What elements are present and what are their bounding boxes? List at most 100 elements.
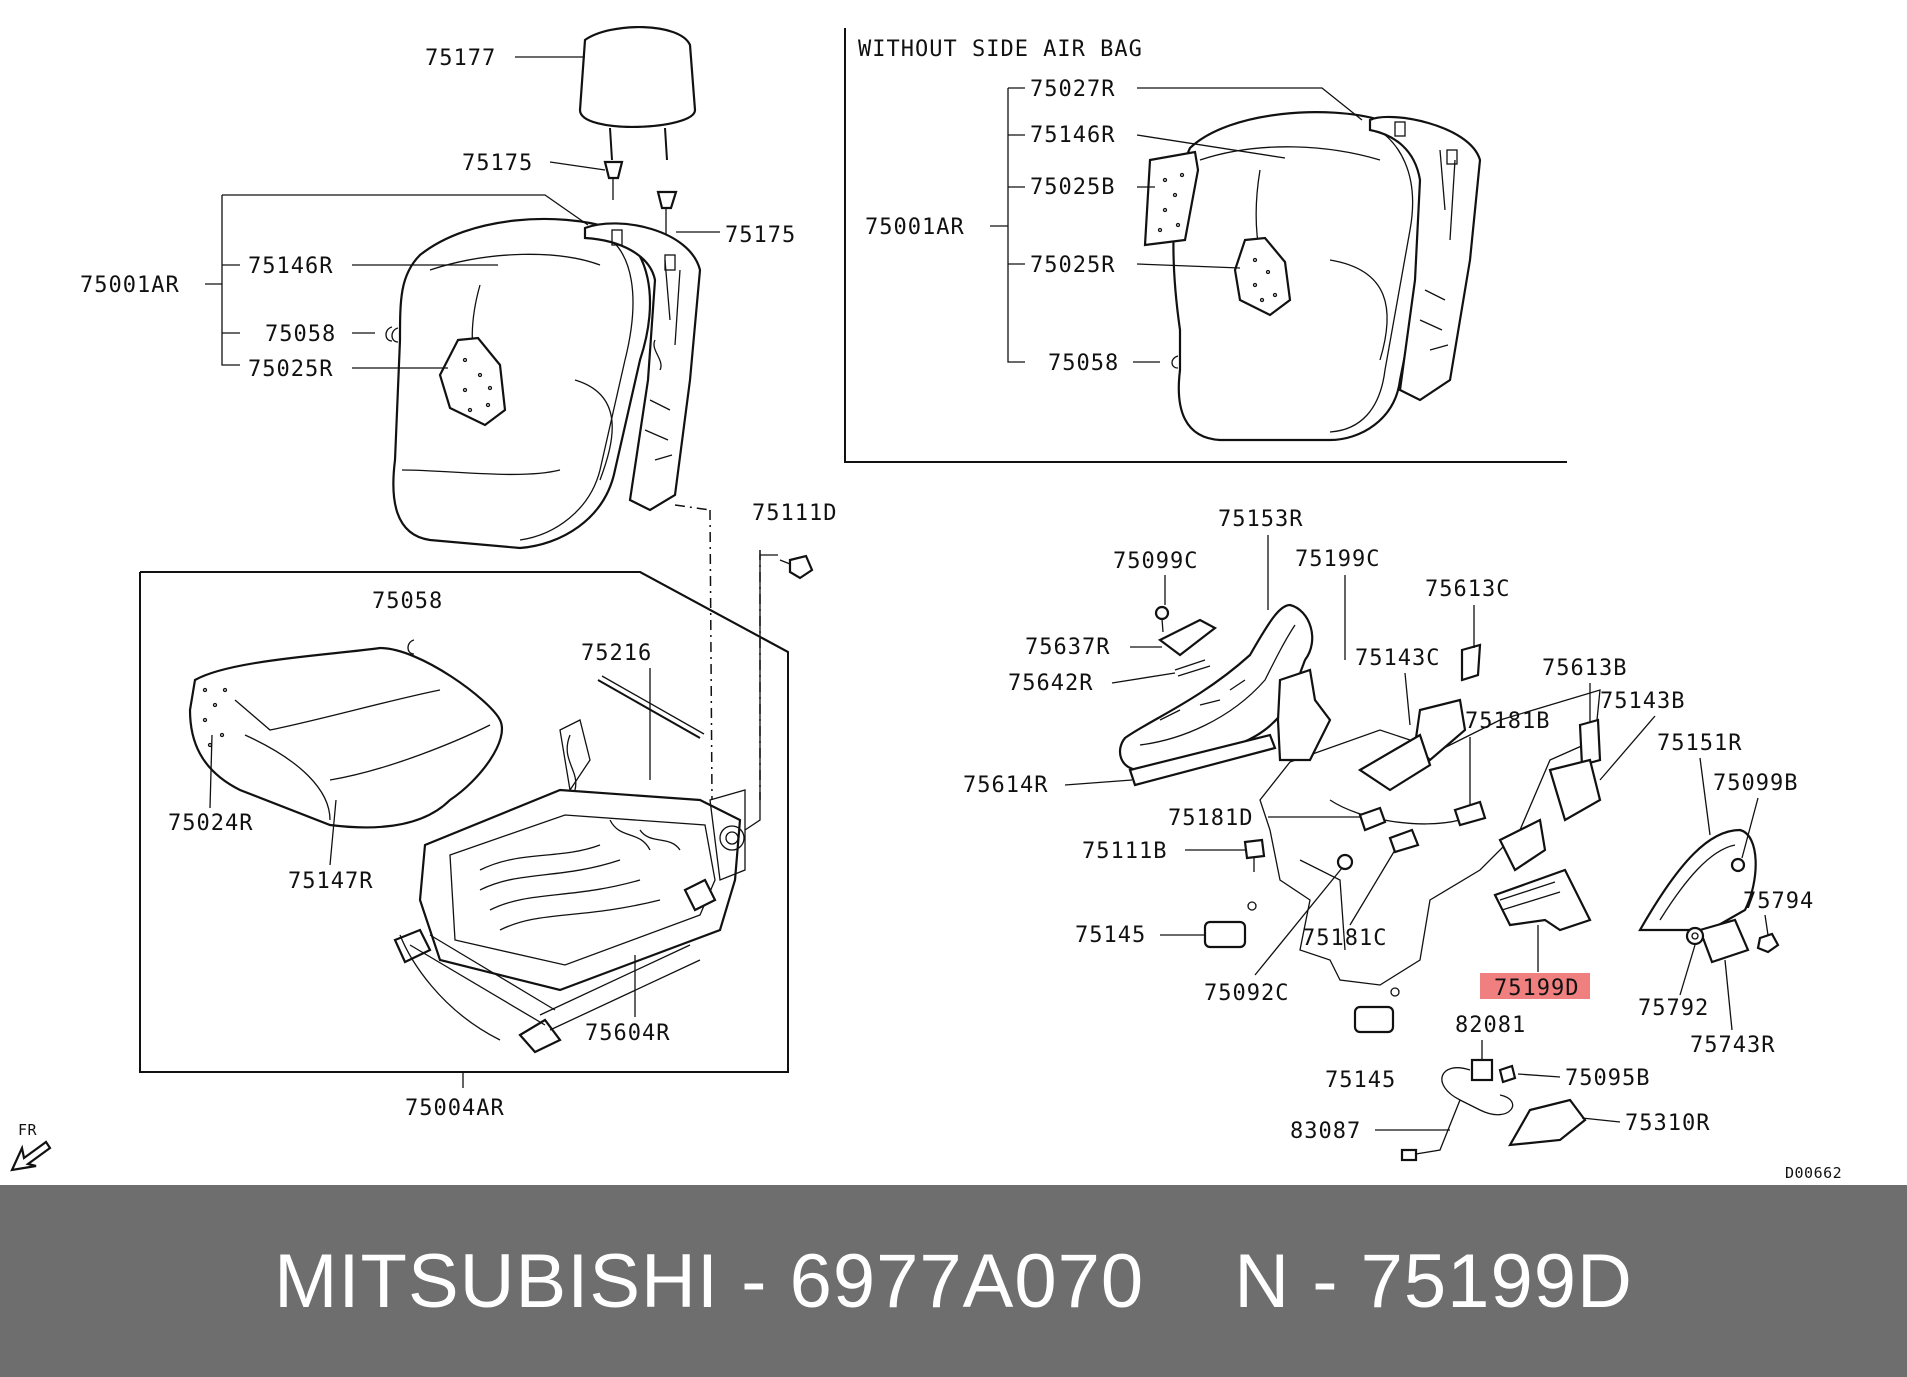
label-75310r: 75310R <box>1625 1111 1710 1136</box>
label-75604r: 75604R <box>585 1021 670 1046</box>
inset-box: WITHOUT SIDE AIR BAG 75027R <box>844 28 1567 463</box>
drawing-id: D00662 <box>1785 1164 1842 1182</box>
label-75743r: 75743R <box>1690 1033 1775 1058</box>
part-75181b <box>1453 800 1487 827</box>
inset-pad-75025b <box>1143 150 1200 247</box>
part-75613c <box>1460 643 1482 682</box>
label-75794: 75794 <box>1743 889 1814 914</box>
part-82081 <box>1470 1058 1494 1082</box>
highlight-75199d <box>1480 973 1590 999</box>
headrest-guide-right <box>656 190 678 210</box>
label-75792: 75792 <box>1638 996 1709 1021</box>
label-75199c: 75199C <box>1295 547 1380 572</box>
part-75143b <box>1548 758 1602 822</box>
seat-cushion-assembly <box>139 554 814 1073</box>
part-75095b <box>1498 1064 1517 1084</box>
front-arrow-icon <box>10 1140 52 1172</box>
label-75642r: 75642R <box>1008 671 1093 696</box>
label-75143c: 75143C <box>1355 646 1440 671</box>
label-75143b: 75143B <box>1600 689 1685 714</box>
label-inset-75025r: 75025R <box>1030 253 1115 278</box>
label-inset-75058: 75058 <box>1048 351 1119 376</box>
seatback-part <box>392 217 652 550</box>
label-75199d: 75199D <box>1494 976 1579 1001</box>
part-75199c <box>1276 668 1332 762</box>
label-75613b: 75613B <box>1542 656 1627 681</box>
part-75794 <box>1756 932 1780 954</box>
label-75001ar: 75001AR <box>80 273 180 298</box>
label-75181c: 75181C <box>1302 926 1387 951</box>
part-75613b <box>1578 718 1602 767</box>
seatback-labels: 75177 75175 75175 75001AR 75146R 75058 7… <box>80 46 796 382</box>
label-75153r: 75153R <box>1218 507 1303 532</box>
label-75175-upper: 75175 <box>462 151 533 176</box>
cushion-part <box>188 646 503 829</box>
label-75111b: 75111B <box>1082 839 1167 864</box>
label-75145-upper: 75145 <box>1075 923 1146 948</box>
label-75181b: 75181B <box>1465 709 1550 734</box>
part-75637r <box>1157 618 1218 657</box>
label-75216: 75216 <box>581 641 652 666</box>
parts-diagram: WITHOUT SIDE AIR BAG 75027R <box>10 26 1842 1182</box>
seatback-assembly <box>391 26 702 550</box>
caption-n-label: N <box>1234 1238 1291 1324</box>
diagram-drawing: WITHOUT SIDE AIR BAG 75027R <box>10 26 1842 1182</box>
label-75004ar: 75004AR <box>405 1096 505 1121</box>
label-75099c: 75099C <box>1113 549 1198 574</box>
label-83087: 83087 <box>1290 1119 1361 1144</box>
side-parts-assembly <box>1118 603 1780 1162</box>
caption-n-separator: - <box>1312 1238 1339 1324</box>
inset-title: WITHOUT SIDE AIR BAG <box>858 37 1143 62</box>
inset-frame-part <box>1368 115 1482 402</box>
cushion-labels: 75111D 75058 75216 75024R 75147R 75604R … <box>168 501 837 1121</box>
label-75175-lower: 75175 <box>725 223 796 248</box>
part-75092c <box>1336 853 1354 871</box>
part-75145-lower <box>1353 1005 1395 1034</box>
label-75151r: 75151R <box>1657 731 1742 756</box>
bolt-75111d <box>788 554 814 580</box>
label-75058-lower: 75058 <box>372 589 443 614</box>
part-75181c <box>1388 828 1420 854</box>
label-75025r: 75025R <box>248 357 333 382</box>
part-75111b <box>1243 838 1266 860</box>
label-75614r: 75614R <box>963 773 1048 798</box>
front-indicator-label: FR <box>18 1121 38 1139</box>
label-75147r: 75147R <box>288 869 373 894</box>
label-75613c: 75613C <box>1425 577 1510 602</box>
label-75099b: 75099B <box>1713 771 1798 796</box>
label-75181d: 75181D <box>1168 806 1253 831</box>
label-75637r: 75637R <box>1025 635 1110 660</box>
part-75151r <box>1638 828 1757 932</box>
label-75177: 75177 <box>425 46 496 71</box>
part-83087 <box>1409 1067 1514 1156</box>
label-75024r: 75024R <box>168 811 253 836</box>
part-75181d <box>1358 806 1387 832</box>
caption-n-value: 75199D <box>1360 1238 1633 1324</box>
part-75614r <box>1128 733 1277 787</box>
label-75145-lower: 75145 <box>1325 1068 1396 1093</box>
caption-separator: - <box>741 1238 768 1324</box>
label-75111d: 75111D <box>752 501 837 526</box>
label-inset-75001ar: 75001AR <box>865 215 965 240</box>
part-75099b <box>1730 857 1746 873</box>
side-parts-labels: 75153R 75099C 75199C 75613C 75637R 75143… <box>963 507 1814 1144</box>
label-inset-75027r: 75027R <box>1030 77 1115 102</box>
label-82081: 82081 <box>1455 1013 1526 1038</box>
part-75145-upper <box>1203 920 1247 949</box>
label-75095b: 75095B <box>1565 1066 1650 1091</box>
label-inset-75025b: 75025B <box>1030 175 1115 200</box>
headrest-guide-left <box>603 160 624 180</box>
label-75058-upper: 75058 <box>265 322 336 347</box>
label-inset-75146r: 75146R <box>1030 123 1115 148</box>
part-75199d <box>1493 868 1592 932</box>
front-indicator: FR <box>10 1121 52 1172</box>
headrest-part <box>578 26 697 129</box>
caption-brand: MITSUBISHI <box>274 1238 720 1324</box>
part-75310r <box>1507 1098 1587 1147</box>
label-75146r: 75146R <box>248 254 333 279</box>
inset-seatback-part <box>1172 111 1434 442</box>
caption-bar: MITSUBISHI - 6977A070 N - 75199D <box>0 1185 1907 1377</box>
part-75743r <box>1698 918 1750 964</box>
part-75792 <box>1685 926 1705 946</box>
caption-part-number: 6977A070 <box>789 1238 1145 1324</box>
